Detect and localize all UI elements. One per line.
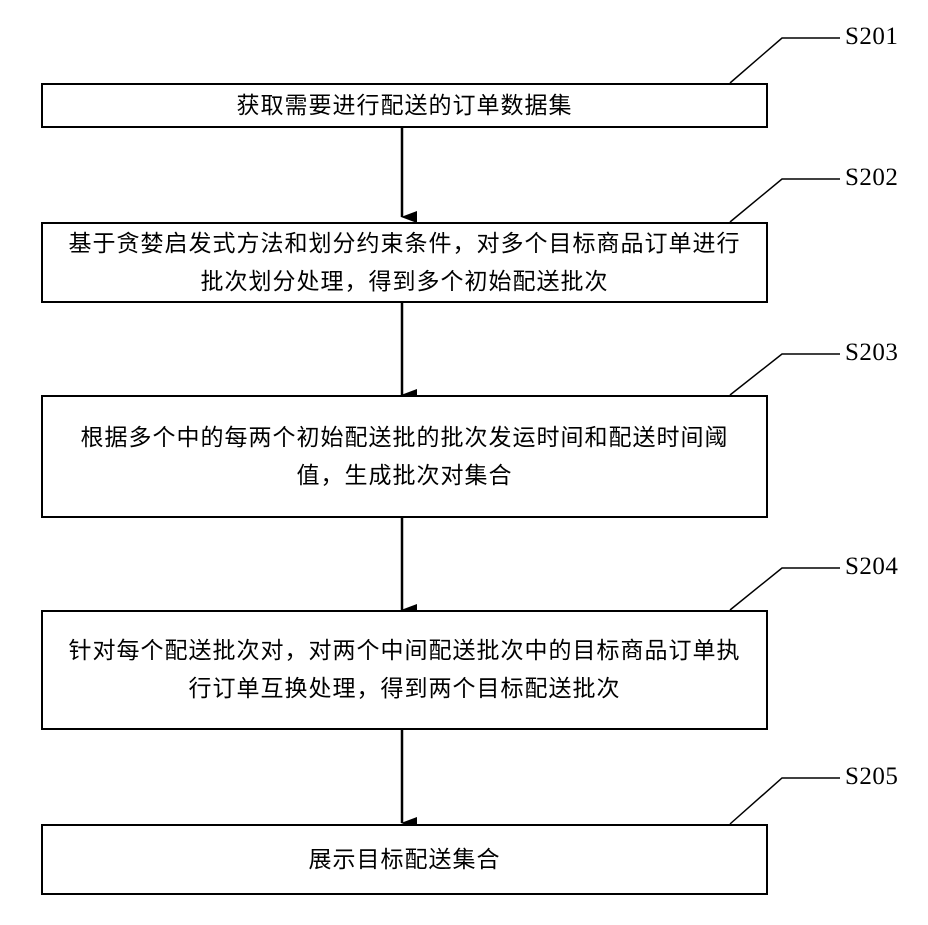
step-label-s205: S205 (845, 763, 898, 791)
leader-line-s204 (730, 568, 840, 610)
step-text-s203: 根据多个中的每两个初始配送批的批次发运时间和配送时间阈值，生成批次对集合 (65, 419, 744, 495)
step-box-s202: 基于贪婪启发式方法和划分约束条件，对多个目标商品订单进行批次划分处理，得到多个初… (41, 222, 768, 303)
leader-line-s203 (730, 354, 840, 395)
step-text-s201: 获取需要进行配送的订单数据集 (237, 87, 573, 125)
step-box-s205: 展示目标配送集合 (41, 824, 768, 895)
leader-line-s205 (730, 778, 840, 824)
step-text-s204: 针对每个配送批次对，对两个中间配送批次中的目标商品订单执行订单互换处理，得到两个… (65, 632, 744, 708)
step-box-s203: 根据多个中的每两个初始配送批的批次发运时间和配送时间阈值，生成批次对集合 (41, 395, 768, 518)
step-label-s201: S201 (845, 23, 898, 51)
step-label-s204: S204 (845, 553, 898, 581)
step-label-s203: S203 (845, 339, 898, 367)
leader-line-s202 (730, 179, 840, 222)
step-text-s202: 基于贪婪启发式方法和划分约束条件，对多个目标商品订单进行批次划分处理，得到多个初… (65, 225, 744, 301)
step-label-s202: S202 (845, 164, 898, 192)
step-box-s201: 获取需要进行配送的订单数据集 (41, 83, 768, 128)
leader-line-s201 (730, 38, 840, 83)
step-text-s205: 展示目标配送集合 (309, 841, 501, 879)
step-box-s204: 针对每个配送批次对，对两个中间配送批次中的目标商品订单执行订单互换处理，得到两个… (41, 610, 768, 730)
